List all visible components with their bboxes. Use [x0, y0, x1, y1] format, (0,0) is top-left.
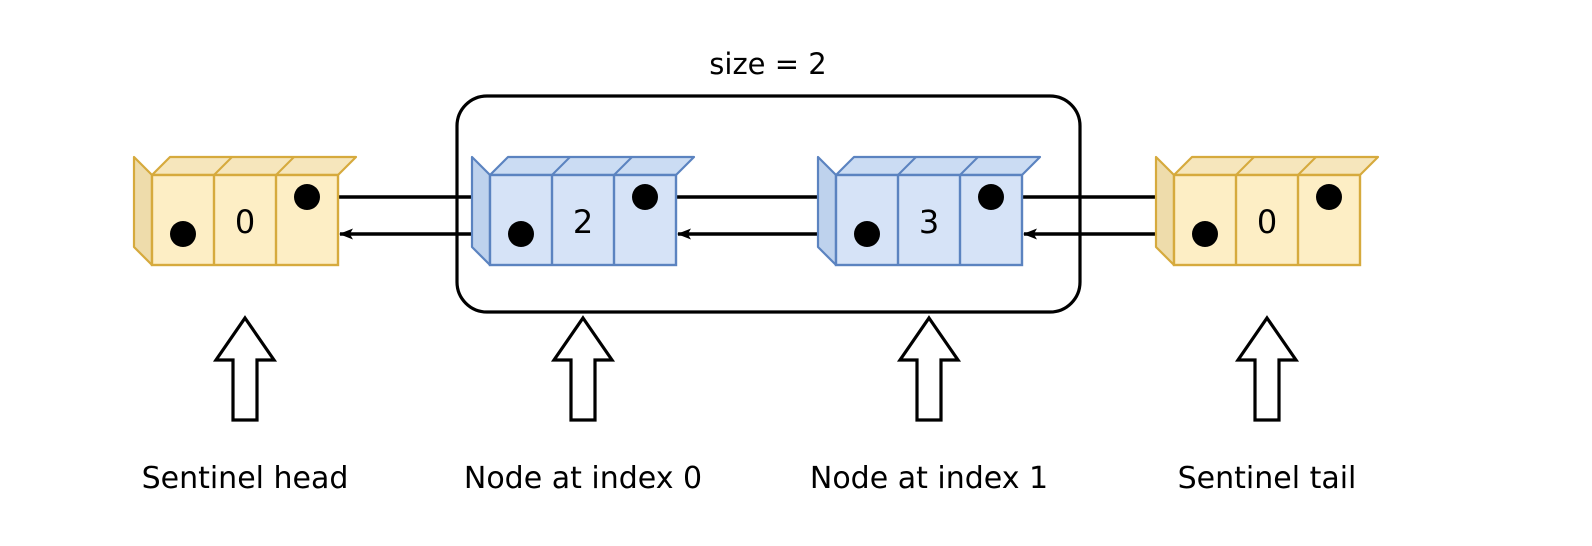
- callout-up-arrow-icon: [550, 315, 616, 422]
- list-node-node-index-1[interactable]: 3: [816, 155, 1042, 267]
- node-value: 0: [1257, 203, 1277, 241]
- node-top-face: [1172, 155, 1380, 177]
- callout-label: Sentinel head: [142, 461, 349, 496]
- node-top-divider: [213, 156, 233, 176]
- next-pointer-dot: [978, 184, 1004, 210]
- callout-node-index-0: Node at index 0: [464, 315, 702, 496]
- list-node-sentinel-head[interactable]: 0: [132, 155, 358, 267]
- callout-node-index-1: Node at index 1: [810, 315, 1048, 496]
- node-top-face: [488, 155, 696, 177]
- node-top-divider: [275, 156, 295, 176]
- next-pointer-dot: [1316, 184, 1342, 210]
- node-side-face: [816, 155, 838, 267]
- callout-label: Sentinel tail: [1178, 461, 1357, 496]
- node-side-face: [132, 155, 154, 267]
- node-side-face: [1154, 155, 1176, 267]
- node-top-divider: [959, 156, 979, 176]
- prev-pointer-dot: [170, 221, 196, 247]
- callout-up-arrow-icon: [212, 315, 278, 422]
- node-top-divider: [613, 156, 633, 176]
- size-label: size = 2: [709, 47, 826, 81]
- node-top-divider: [1297, 156, 1317, 176]
- next-pointer-dot: [294, 184, 320, 210]
- node-value: 3: [919, 203, 939, 241]
- prev-pointer-dot: [854, 221, 880, 247]
- callout-up-arrow-icon: [1234, 315, 1300, 422]
- node-value: 2: [573, 203, 593, 241]
- node-top-divider: [1235, 156, 1255, 176]
- list-node-sentinel-tail[interactable]: 0: [1154, 155, 1380, 267]
- node-value: 0: [235, 203, 255, 241]
- prev-pointer-dot: [1192, 221, 1218, 247]
- callout-up-arrow-icon: [896, 315, 962, 422]
- callout-label: Node at index 0: [464, 461, 702, 496]
- callout-sentinel-head: Sentinel head: [142, 315, 349, 496]
- callout-sentinel-tail: Sentinel tail: [1178, 315, 1357, 496]
- prev-pointer-dot: [508, 221, 534, 247]
- list-node-node-index-0[interactable]: 2: [470, 155, 696, 267]
- node-top-divider: [897, 156, 917, 176]
- node-side-face: [470, 155, 492, 267]
- node-top-face: [150, 155, 358, 177]
- callout-label: Node at index 1: [810, 461, 1048, 496]
- node-top-face: [834, 155, 1042, 177]
- size-group-box: [455, 94, 1082, 314]
- next-pointer-dot: [632, 184, 658, 210]
- node-top-divider: [551, 156, 571, 176]
